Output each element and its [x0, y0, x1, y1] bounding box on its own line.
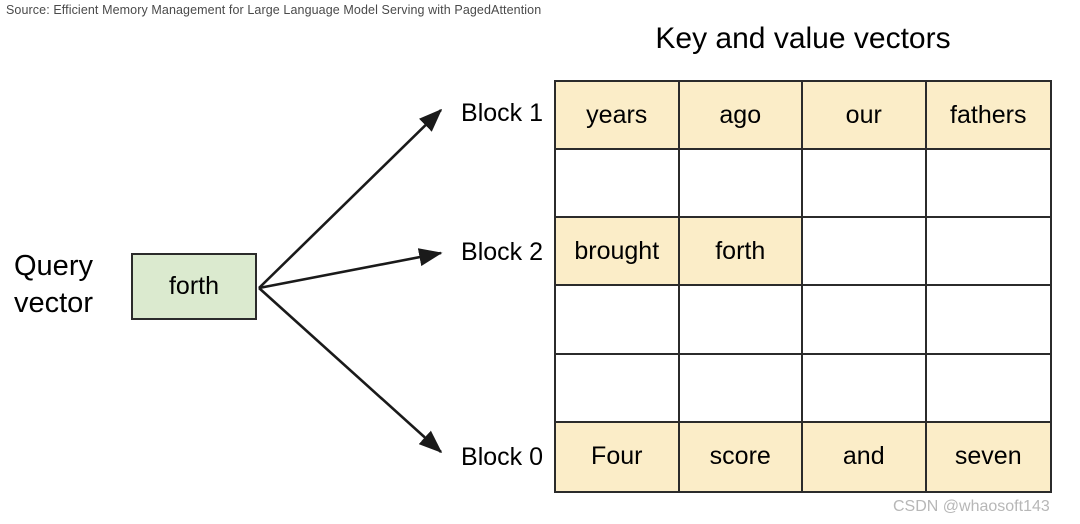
kv-cell: score — [679, 422, 803, 491]
kv-cell — [803, 150, 927, 219]
kv-cell — [926, 218, 1050, 287]
query-vector-label: Query vector — [14, 248, 126, 322]
watermark: CSDN @whaosoft143 — [893, 498, 1050, 515]
kv-cell — [556, 150, 680, 219]
kv-cell: our — [803, 82, 927, 151]
kv-cell: ago — [679, 82, 803, 151]
kv-cell: forth — [679, 218, 803, 287]
kv-cell: fathers — [926, 82, 1050, 151]
kv-cell — [679, 286, 803, 355]
kv-cell — [926, 150, 1050, 219]
arrow-to-block-2 — [258, 248, 443, 290]
arrow-to-block-0 — [258, 287, 443, 454]
kv-cell — [679, 150, 803, 219]
kv-cell — [926, 354, 1050, 423]
block-label-1: Block 1 — [461, 99, 543, 127]
kv-cell: Four — [556, 422, 680, 491]
kv-cell — [679, 354, 803, 423]
arrow-to-block-1 — [258, 108, 443, 289]
kv-cell — [803, 218, 927, 287]
kv-cell: brought — [556, 218, 680, 287]
kv-cell — [556, 286, 680, 355]
block-label-0: Block 0 — [461, 443, 543, 471]
kv-cell: and — [803, 422, 927, 491]
query-vector-box: forth — [131, 253, 257, 320]
kv-cell — [556, 354, 680, 423]
kv-cell: seven — [926, 422, 1050, 491]
kv-cell — [803, 354, 927, 423]
kv-cell — [803, 286, 927, 355]
block-label-2: Block 2 — [461, 238, 543, 266]
query-vector-label-line2: vector — [14, 287, 93, 319]
source-caption: Source: Efficient Memory Management for … — [6, 3, 542, 17]
query-vector-label-line1: Query — [14, 250, 93, 282]
query-vector-token: forth — [168, 272, 220, 300]
diagram-title: Key and value vectors — [655, 22, 951, 55]
kv-cell — [926, 286, 1050, 355]
kv-cell: years — [556, 82, 680, 151]
